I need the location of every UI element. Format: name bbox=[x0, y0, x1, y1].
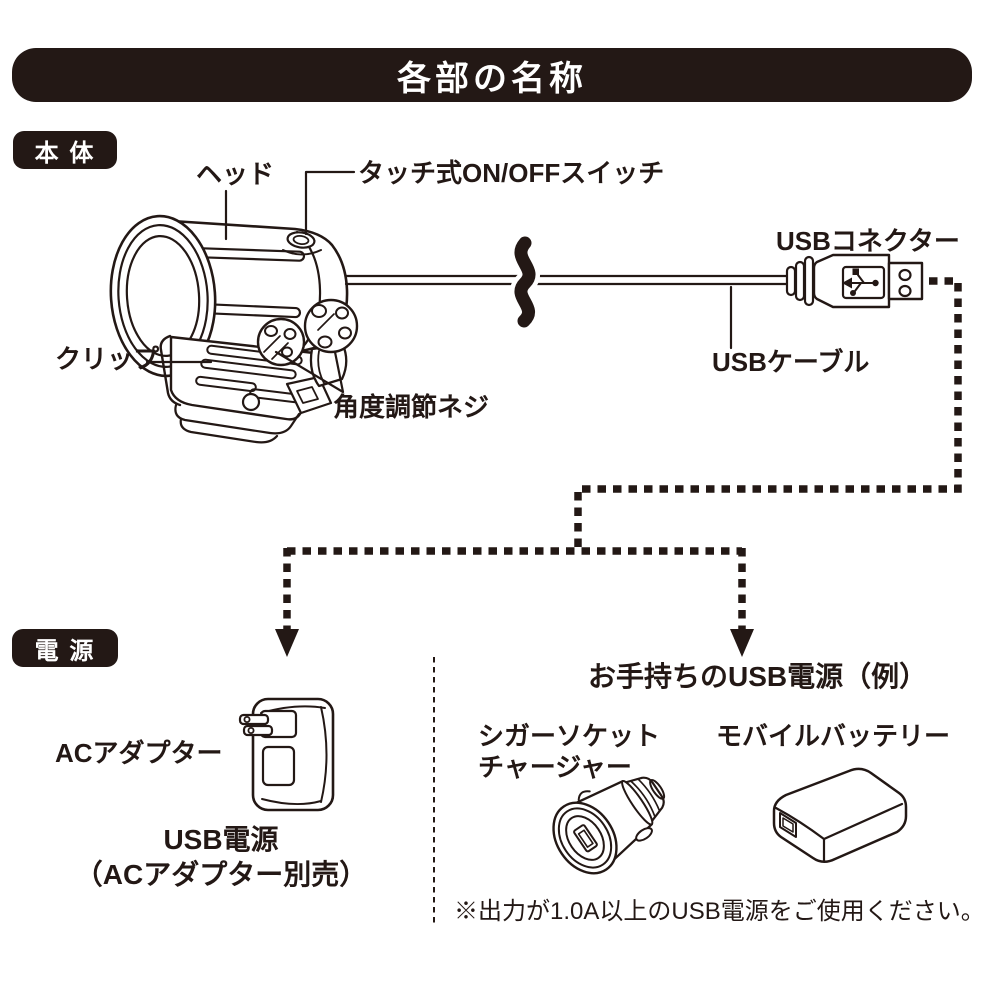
page-title: 各部の名称 bbox=[397, 59, 587, 98]
angle-screw-pointer-lines bbox=[274, 350, 345, 394]
label-cigar-charger-line2: チャージャー bbox=[478, 751, 632, 782]
clip-shape bbox=[159, 334, 333, 444]
section-badge-main-unit-label: 本 体 bbox=[34, 139, 96, 167]
switch-pointer-line bbox=[304, 170, 356, 236]
usb-power-caption: USB電源 （ACアダプター別売） bbox=[60, 822, 382, 892]
label-head: ヘッド bbox=[196, 159, 275, 189]
label-cigar-charger: シガーソケット チャージャー bbox=[478, 721, 660, 782]
touch-switch-shape bbox=[282, 231, 322, 256]
arrow-down-right-icon bbox=[730, 629, 754, 657]
cigar-charger-illustration bbox=[552, 776, 666, 875]
usb-power-title: USB電源 bbox=[163, 824, 279, 855]
section-badge-main-unit: 本 体 bbox=[13, 131, 117, 169]
clip-light-illustration bbox=[109, 214, 359, 444]
usb-cable-shape bbox=[344, 232, 791, 332]
label-usb-connector: USBコネクター bbox=[776, 226, 960, 256]
usb-trident-icon bbox=[842, 268, 879, 296]
arrow-down-left-icon bbox=[275, 629, 299, 657]
label-clip: クリップ bbox=[55, 344, 160, 374]
angle-screw-knobs bbox=[256, 298, 359, 388]
section-badge-power: 電 源 bbox=[12, 629, 118, 667]
label-usb-cable: USBケーブル bbox=[712, 347, 870, 377]
label-cigar-charger-line1: シガーソケット bbox=[478, 721, 661, 751]
ac-adapter-illustration bbox=[238, 697, 335, 812]
power-flow-dashed-path bbox=[275, 277, 962, 657]
footnote-text: ※出力が1.0A以上のUSB電源をご使用ください。 bbox=[454, 898, 984, 925]
section-badge-power-label: 電 源 bbox=[34, 637, 96, 665]
usb-connector-shape bbox=[785, 253, 924, 309]
lamp-head-rim bbox=[109, 214, 217, 378]
pointer-lines bbox=[145, 170, 733, 394]
label-usb-power-examples: お手持ちのUSB電源（例） bbox=[588, 661, 928, 692]
label-ac-adapter: ACアダプター bbox=[55, 738, 223, 768]
label-mobile-battery: モバイルバッテリー bbox=[716, 721, 951, 751]
label-angle-screw: 角度調節ネジ bbox=[333, 392, 490, 422]
label-touch-switch: タッチ式ON/OFFスイッチ bbox=[358, 158, 665, 188]
usb-power-note: （ACアダプター別売） bbox=[74, 859, 368, 890]
mobile-battery-illustration bbox=[772, 767, 908, 863]
cable-break-icon bbox=[514, 236, 536, 328]
page-title-banner: 各部の名称 bbox=[12, 48, 972, 102]
